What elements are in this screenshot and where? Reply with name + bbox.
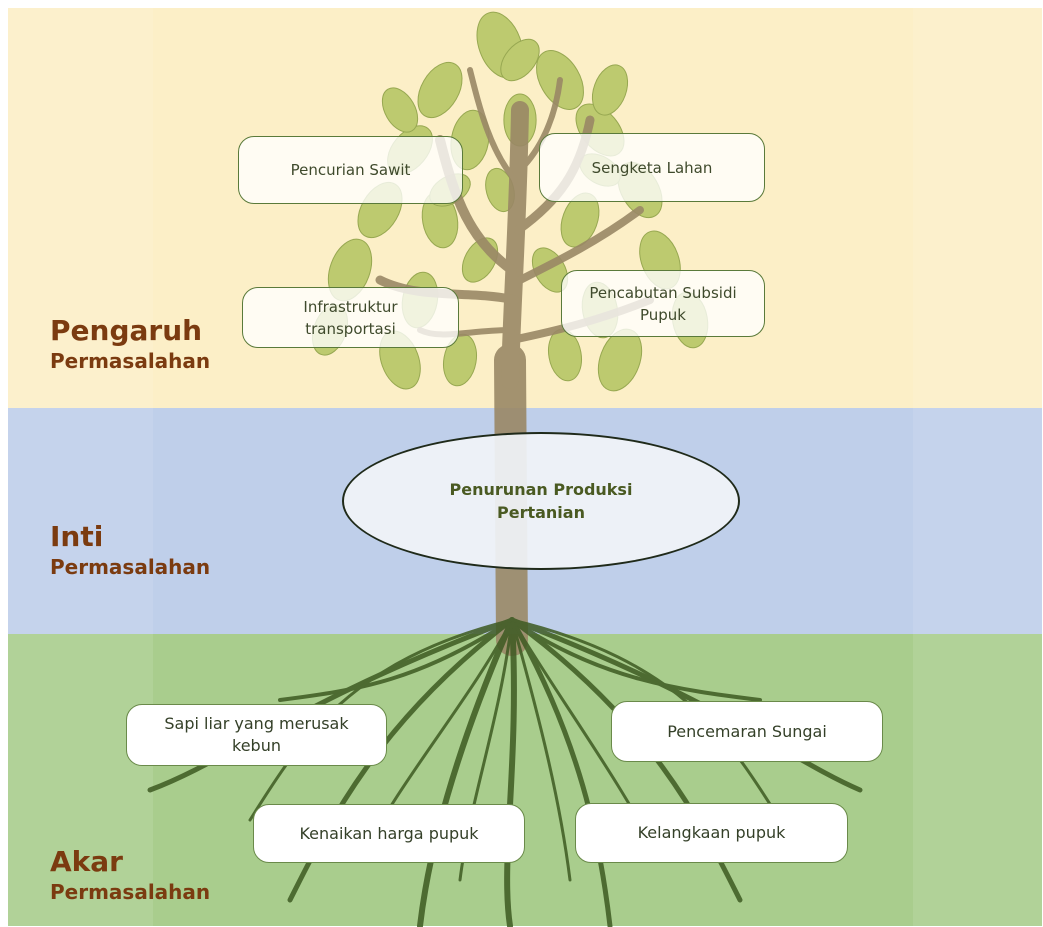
root-stroke bbox=[509, 617, 613, 927]
core-problem-ellipse: Penurunan Produksi Pertanian bbox=[342, 432, 740, 570]
cause-label: Kelangkaan pupuk bbox=[637, 823, 786, 842]
section-subtitle: Permasalahan bbox=[50, 880, 211, 904]
left-shade bbox=[8, 8, 153, 927]
cause-label: Kenaikan harga pupuk bbox=[299, 823, 479, 843]
section-label-roots: Akar Permasalahan bbox=[50, 845, 210, 905]
effect-box: Pencabutan Subsidi Pupuk bbox=[561, 270, 765, 337]
cause-label: Pencemaran Sungai bbox=[667, 721, 827, 741]
leaf-shape bbox=[381, 87, 419, 133]
section-label-core: Inti Permasalahan bbox=[50, 520, 210, 580]
root-stroke bbox=[504, 617, 517, 927]
cause-box: Kelangkaan pupuk bbox=[575, 803, 848, 863]
section-label-effects: Pengaruh Permasalahan bbox=[50, 314, 210, 374]
core-problem-label: Penurunan Produksi Pertanian bbox=[449, 480, 633, 522]
root-stroke bbox=[509, 617, 743, 903]
tree-roots bbox=[147, 617, 863, 927]
section-subtitle: Permasalahan bbox=[50, 349, 211, 373]
right-shade bbox=[913, 8, 1043, 927]
effect-label: Pencurian Sawit bbox=[290, 161, 411, 179]
section-title: Inti bbox=[50, 520, 104, 553]
root-stroke bbox=[417, 617, 515, 927]
leaf-shape bbox=[591, 64, 629, 116]
roots-band bbox=[8, 634, 1042, 926]
effect-label: Sengketa Lahan bbox=[591, 158, 713, 177]
effect-label: Infrastruktur transportasi bbox=[303, 297, 398, 338]
cause-label: Sapi liar yang merusak kebun bbox=[164, 714, 349, 755]
leaf-shape bbox=[500, 38, 540, 82]
root-stroke bbox=[278, 618, 514, 702]
section-title: Akar bbox=[50, 845, 123, 878]
effect-box: Infrastruktur transportasi bbox=[242, 287, 459, 348]
effect-label: Pencabutan Subsidi Pupuk bbox=[589, 283, 737, 324]
root-stroke bbox=[510, 618, 762, 702]
effect-box: Sengketa Lahan bbox=[539, 133, 765, 202]
leaf-shape bbox=[417, 61, 463, 119]
cause-box: Pencemaran Sungai bbox=[611, 701, 883, 762]
cause-box: Kenaikan harga pupuk bbox=[253, 804, 525, 863]
root-stroke bbox=[510, 618, 572, 882]
root-stroke bbox=[287, 617, 515, 903]
cause-box: Sapi liar yang merusak kebun bbox=[126, 704, 387, 766]
section-subtitle: Permasalahan bbox=[50, 555, 211, 579]
section-title: Pengaruh bbox=[50, 314, 203, 347]
effect-box: Pencurian Sawit bbox=[238, 136, 463, 204]
